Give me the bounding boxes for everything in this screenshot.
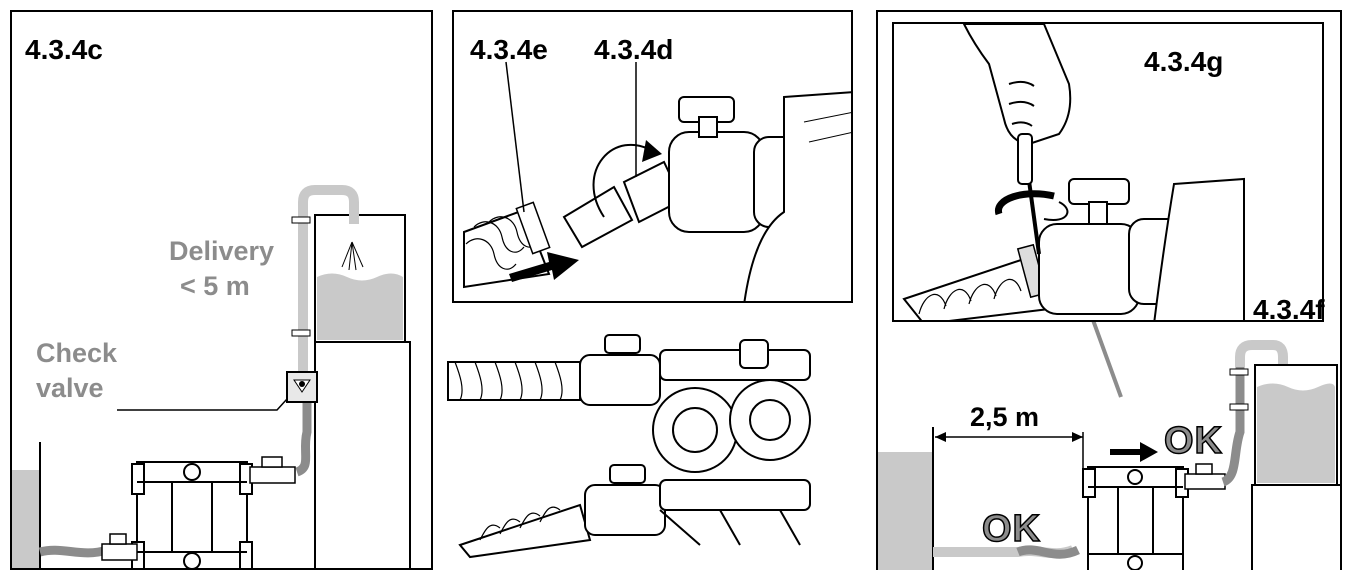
ok-label-bottom: OK	[981, 507, 1041, 551]
pump-icon	[652, 339, 811, 546]
figure-label-4-3-4g: 4.3.4g	[1144, 46, 1224, 77]
installation-diagram-f	[878, 319, 1340, 570]
flow-arrow-icon	[1110, 442, 1158, 462]
delivery-label: Delivery	[169, 236, 275, 266]
panel-4-3-4e-d: 4.3.4e 4.3.4d	[452, 10, 853, 303]
pump-hose-assembly-diagram	[447, 334, 811, 559]
push-arrow-icon	[509, 252, 579, 282]
pump-icon	[1082, 466, 1189, 570]
hose-connection-diagram	[463, 61, 851, 301]
ok-label-top: OK	[1163, 419, 1223, 463]
check-valve-label-line1: Check	[36, 338, 118, 368]
tank-stand	[1251, 484, 1340, 570]
ball-valve-icon	[249, 456, 296, 484]
panel-4-3-4f: 4.3.4g 4.3.4f 2,5 m OK OK	[876, 10, 1342, 570]
inset-4-3-4g: 4.3.4g	[892, 22, 1324, 322]
rotation-arrow-icon	[995, 190, 1055, 216]
figure-label-4-3-4e: 4.3.4e	[470, 34, 548, 65]
hose-barb	[562, 185, 634, 249]
ball-valve-icon	[579, 334, 666, 536]
pump-icon	[131, 461, 253, 568]
installation-diagram-c	[12, 185, 411, 568]
delivery-pipe	[298, 185, 359, 372]
distance-label: 2,5 m	[970, 402, 1040, 432]
suction-hose-icon	[38, 545, 109, 558]
delivery-limit-label: < 5 m	[180, 271, 250, 301]
panel-4-3-4c: 4.3.4c Delivery < 5 m Check valve	[10, 10, 433, 570]
figure-label-4-3-4d: 4.3.4d	[594, 34, 674, 65]
clamp-tightening-diagram	[902, 24, 1245, 320]
suction-tank-liquid	[878, 452, 933, 570]
spray-icon	[341, 241, 364, 271]
hand-screwdriver-icon	[962, 24, 1072, 255]
ball-valve-icon	[1184, 463, 1226, 490]
hose-icon	[1016, 545, 1080, 559]
figure-label-4-3-4c: 4.3.4c	[25, 34, 103, 65]
tank-stand	[314, 341, 411, 568]
suction-tank-liquid	[12, 470, 40, 568]
figure-label-4-3-4f: 4.3.4f	[1253, 294, 1325, 325]
check-valve-label-line2: valve	[36, 373, 104, 403]
rotation-arrow-icon	[592, 144, 655, 218]
